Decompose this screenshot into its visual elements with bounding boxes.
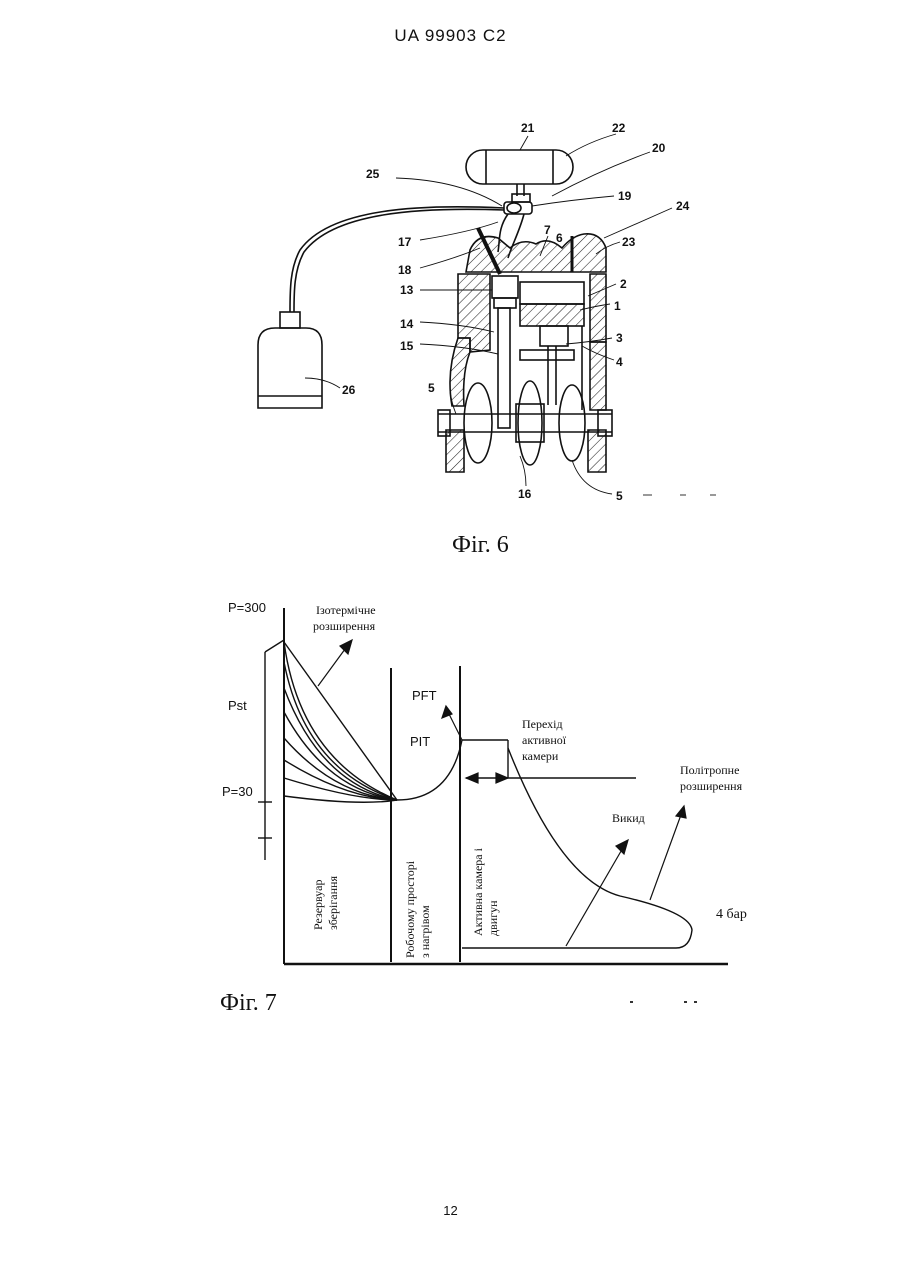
label-transition-2: активної	[522, 733, 567, 747]
label-polytropic-2: розширення	[680, 779, 743, 793]
label-isothermal-1: Ізотермічне	[316, 603, 376, 617]
arrow-head-left	[466, 773, 478, 783]
label-4: 4	[616, 355, 623, 369]
part-labels: 21 22 20 25 19 24 17 7 6 23 18 2 13 1 14…	[342, 121, 690, 503]
label-pit: PIT	[410, 734, 430, 749]
label-7: 7	[544, 223, 551, 237]
zone-active-1: Активна камера і	[471, 847, 485, 936]
zone-active-2: двигун	[486, 900, 500, 936]
label-polytropic-1: Політропне	[680, 763, 739, 777]
zone-working-2: з нагрівом	[418, 905, 432, 958]
label-pft: PFT	[412, 688, 437, 703]
label-19: 19	[618, 189, 632, 203]
label-isothermal-2: розширення	[313, 619, 376, 633]
label-26: 26	[342, 383, 356, 397]
label-3: 3	[616, 331, 623, 345]
figure7-caption: Фіг. 7	[220, 990, 277, 1017]
label-25: 25	[366, 167, 380, 181]
label-22: 22	[612, 121, 626, 135]
label-5-left: 5	[428, 381, 435, 395]
label-14: 14	[400, 317, 414, 331]
arrow-head-right	[496, 773, 508, 783]
diagram-labels: P=300 Pst P=30 Ізотермічне розширення PF…	[222, 600, 747, 958]
arrow-head-exhaust	[616, 840, 628, 854]
label-24: 24	[676, 199, 690, 213]
zone-working-1: Робочому просторі	[403, 860, 417, 958]
zone-storage-2: зберігання	[326, 876, 340, 930]
engine-drawing	[258, 150, 612, 472]
label-23: 23	[622, 235, 636, 249]
label-transition-1: Перехід	[522, 717, 563, 731]
axis-p30: P=30	[222, 784, 253, 799]
label-18: 18	[398, 263, 412, 277]
label-4bar: 4 бар	[716, 907, 747, 922]
figure6-caption: Фіг. 6	[452, 532, 509, 559]
air-tank	[466, 150, 573, 184]
axis-pst: Pst	[228, 698, 247, 713]
label-21: 21	[521, 121, 535, 135]
zone-storage-1: Резервуар	[311, 880, 325, 930]
label-transition-3: камери	[522, 749, 559, 763]
label-5-right: 5	[616, 489, 623, 503]
page-number: 12	[0, 1203, 901, 1218]
axis-p300: P=300	[228, 600, 266, 615]
label-6: 6	[556, 231, 563, 245]
label-exhaust: Викид	[612, 811, 645, 825]
label-13: 13	[400, 283, 414, 297]
arrow-head-polytropic	[676, 806, 686, 818]
label-2: 2	[620, 277, 627, 291]
label-1: 1	[614, 299, 621, 313]
stray-dots	[630, 1001, 697, 1003]
label-20: 20	[652, 141, 666, 155]
label-15: 15	[400, 339, 414, 353]
arrow-head-isothermal	[340, 640, 352, 654]
label-16: 16	[518, 487, 532, 501]
label-17: 17	[398, 235, 412, 249]
